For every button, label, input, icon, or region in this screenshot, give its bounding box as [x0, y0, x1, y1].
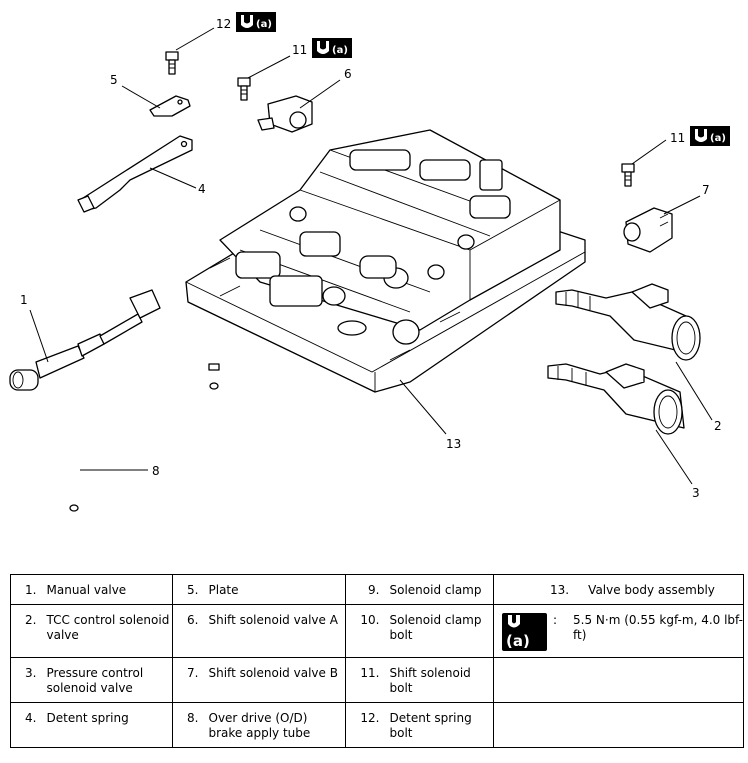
legend-row: 1. Manual valve 5. Plate 9. Solenoid cla…: [10, 574, 744, 605]
legend-num: 6.: [172, 604, 209, 658]
legend-cell-13: 13. Valve body assembly: [493, 574, 744, 605]
legend-num: 13.: [550, 583, 570, 597]
legend-row: 3. Pressure control solenoid valve 7. Sh…: [10, 657, 744, 703]
legend-empty-cell: [493, 702, 744, 748]
od-brake-apply-tube-part: [69, 348, 220, 512]
legend-label: TCC control solenoid valve: [46, 604, 173, 658]
legend-label: Plate: [208, 574, 346, 605]
torque-icon-11-right: (a): [690, 126, 730, 146]
legend-num: 7.: [172, 657, 209, 703]
torque-value: 5.5 N·m (0.55 kgf-m, 4.0 lbf-ft): [573, 613, 743, 642]
legend-num: 9.: [345, 574, 390, 605]
detent-spring-part: [77, 135, 193, 213]
legend-num: 3.: [10, 657, 47, 703]
legend-label: Solenoid clamp: [389, 574, 494, 605]
manual-valve-part: [9, 289, 161, 391]
shift-solenoid-valve-a-part: [257, 95, 313, 133]
legend-num: 2.: [10, 604, 47, 658]
callout-11-right: 11: [670, 131, 685, 145]
svg-text:(a): (a): [332, 45, 348, 56]
callout-1: 1: [20, 293, 28, 307]
callout-8: 8: [152, 464, 160, 478]
exploded-view-diagram: 12 (a) 5 4 11 (a) 6: [9, 12, 730, 512]
legend-num: 5.: [172, 574, 209, 605]
pressure-control-solenoid-valve-part: [547, 363, 685, 435]
legend-num: 11.: [345, 657, 390, 703]
legend-label: Shift solenoid bolt: [389, 657, 494, 703]
legend-label: Shift solenoid valve A: [208, 604, 346, 658]
wrench-torque-icon: [508, 615, 520, 628]
torque-colon: :: [552, 613, 557, 627]
legend-label: Manual valve: [46, 574, 173, 605]
legend-label: Shift solenoid valve B: [208, 657, 346, 703]
parts-legend-table: 1. Manual valve 5. Plate 9. Solenoid cla…: [10, 574, 744, 748]
shift-solenoid-bolt-left: [237, 77, 251, 101]
legend-num: 10.: [345, 604, 390, 658]
legend-torque-note: (a) : 5.5 N·m (0.55 kgf-m, 4.0 lbf-ft): [493, 604, 744, 658]
svg-text:(a): (a): [710, 133, 726, 144]
legend-row: 2. TCC control solenoid valve 6. Shift s…: [10, 604, 744, 658]
legend-label: Detent spring bolt: [389, 702, 494, 748]
legend-label: Solenoid clamp bolt: [389, 604, 494, 658]
tcc-control-solenoid-valve-part: [555, 283, 701, 361]
plate-part: [149, 95, 191, 117]
shift-solenoid-bolt-right: [621, 163, 635, 187]
callout-5: 5: [110, 73, 118, 87]
legend-label: Over drive (O/D) brake apply tube: [208, 702, 346, 748]
callout-13: 13: [446, 437, 461, 451]
legend-num: 4.: [10, 702, 47, 748]
torque-badge: (a): [502, 613, 547, 651]
legend-label: Valve body assembly: [588, 583, 715, 597]
legend-empty-cell: [493, 657, 744, 703]
torque-icon-11-left: (a): [312, 38, 352, 58]
legend-num: 12.: [345, 702, 390, 748]
legend-row: 4. Detent spring 8. Over drive (O/D) bra…: [10, 702, 744, 748]
callout-2: 2: [714, 419, 722, 433]
callout-4: 4: [198, 182, 206, 196]
callout-11-left: 11: [292, 43, 307, 57]
legend-label: Pressure control solenoid valve: [46, 657, 173, 703]
valve-body-assembly: [185, 129, 586, 393]
legend-label: Detent spring: [46, 702, 173, 748]
legend-num: 1.: [10, 574, 47, 605]
callout-7: 7: [702, 183, 710, 197]
svg-text:(a): (a): [256, 19, 272, 30]
shift-solenoid-valve-b-part: [623, 207, 673, 253]
callout-12: 12: [216, 17, 231, 31]
legend-num: 8.: [172, 702, 209, 748]
callout-3: 3: [692, 486, 700, 500]
detent-spring-bolt: [165, 51, 179, 75]
torque-icon-12: (a): [236, 12, 276, 32]
callout-6: 6: [344, 67, 352, 81]
